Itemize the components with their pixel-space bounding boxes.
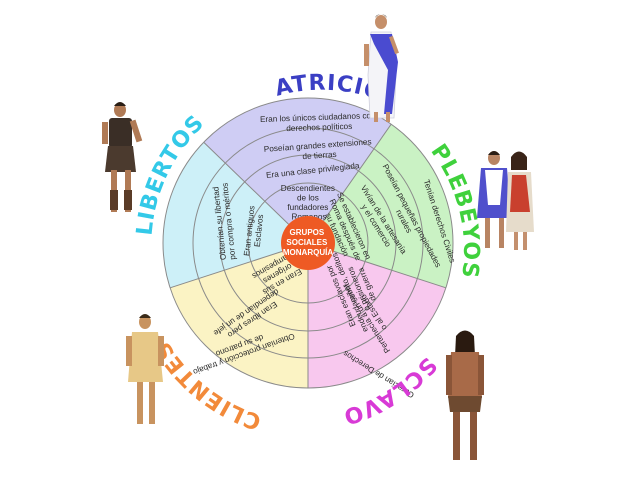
cliente-figure <box>126 314 164 424</box>
patricios-text-4-line-1: Descendientes <box>281 184 335 193</box>
center-line-3: MONARQUÍA <box>283 248 333 257</box>
sector-clientes <box>170 243 308 388</box>
patricios-text-4-line-2: de los <box>297 194 319 203</box>
patricios-text-1-line-2: derechos políticos <box>286 122 352 133</box>
sector-libertos <box>162 142 308 288</box>
diagram-dividers <box>169 123 447 388</box>
center-circle <box>281 216 335 270</box>
divider-plebeyos <box>323 123 392 222</box>
svg-text:Eran antiguos Esclavos: Eran antiguos Esclavos <box>242 203 266 257</box>
center-line-1: GRUPOS <box>290 228 325 237</box>
center-line-2: SOCIALES <box>286 238 328 247</box>
sector-plebeyos <box>308 124 453 288</box>
divider-patricios <box>203 141 289 225</box>
svg-text:GRUPOS SOCIALES MO: GRUPOS SOCIALES MONARQUÍA <box>283 228 333 257</box>
plebeyos-figure <box>477 151 534 250</box>
sector-esclavos <box>308 243 446 388</box>
libertos-text-2-line-2: Esclavos <box>253 214 265 248</box>
label-patricios: PATRICIOS <box>0 0 387 106</box>
patricios-text-1-line-1: Eran los únicos ciudadanos con <box>260 111 376 124</box>
esclavo-figure <box>446 330 484 460</box>
center-node: GRUPOS SOCIALES MONARQUÍA <box>281 216 335 270</box>
svg-text:Eran los únicos ciudadanos con: Eran los únicos ciudadanos con derechos … <box>260 111 378 134</box>
patricio-figure <box>364 14 399 122</box>
patricios-text-4-line-3: fundadores <box>287 203 328 212</box>
patricios-text-2-line-2: de tierras <box>302 150 337 161</box>
divider-esclavos <box>333 250 447 289</box>
divider-libertos <box>169 250 283 289</box>
liberto-figure <box>102 102 143 212</box>
